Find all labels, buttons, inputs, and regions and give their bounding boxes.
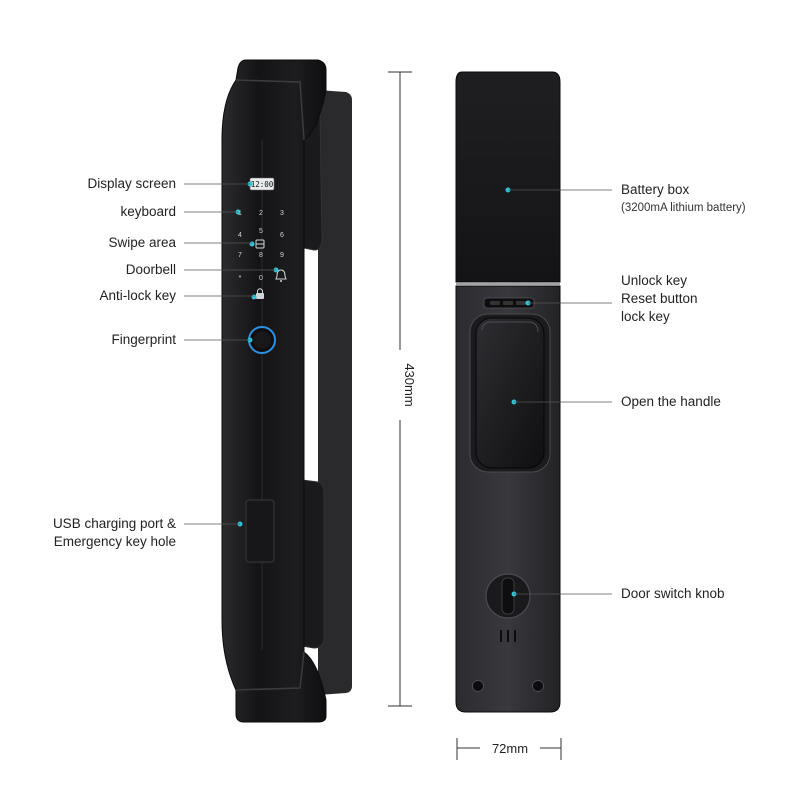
- label-usb-port-line2: Emergency key hole: [53, 534, 176, 549]
- open-handle-highlight: [481, 321, 539, 333]
- keypad-key-3[interactable]: 3: [280, 210, 284, 217]
- keypad-key-star[interactable]: *: [239, 275, 242, 282]
- label-battery-spec: (3200mA lithium battery): [621, 202, 746, 214]
- width-dimension: [456, 738, 562, 760]
- keypad-key-8[interactable]: 8: [259, 252, 263, 259]
- front-lock-bevel-bottom: [235, 651, 305, 691]
- speaker-vents: [500, 630, 516, 642]
- usb-port-cover[interactable]: [245, 499, 275, 563]
- back-lock: [455, 71, 561, 713]
- front-lock-backplate: [318, 90, 352, 695]
- fingerprint-sensor[interactable]: [248, 326, 276, 354]
- front-lock-upper-handle: [299, 109, 323, 251]
- label-lock-key: lock key: [621, 309, 670, 324]
- label-reset-button: Reset button: [621, 291, 698, 306]
- label-fingerprint: Fingerprint: [111, 332, 176, 347]
- doorbell-icon: [275, 269, 287, 282]
- open-handle[interactable]: [475, 317, 545, 469]
- keypad-key-7[interactable]: 7: [238, 252, 242, 259]
- label-keys: Unlock key Reset button lock key: [621, 272, 698, 326]
- keypad-key-6[interactable]: 6: [280, 232, 284, 239]
- keypad-key-5[interactable]: 5: [259, 228, 263, 235]
- mount-screws: [472, 680, 544, 692]
- door-switch-knob[interactable]: [485, 573, 531, 619]
- label-unlock-key: Unlock key: [621, 273, 688, 288]
- label-usb-port-line1: USB charging port &: [52, 516, 176, 531]
- label-battery-box-title: Battery box: [621, 182, 690, 197]
- keypad-key-1[interactable]: 1: [238, 210, 242, 217]
- width-dimension-label: 72mm: [492, 741, 528, 756]
- dot-swipe-area: [249, 241, 255, 247]
- height-dimension-label: 430mm: [402, 363, 417, 406]
- keypad: 1 2 3 4 5 6 7 8 9 * 0: [238, 210, 284, 282]
- keypad-key-2[interactable]: 2: [259, 210, 263, 217]
- keypad-key-9[interactable]: 9: [280, 252, 284, 259]
- label-display-screen: Display screen: [87, 176, 176, 191]
- front-lock-lower-handle: [301, 479, 325, 649]
- front-lock-bevel-top: [235, 79, 305, 141]
- label-open-handle: Open the handle: [621, 394, 721, 409]
- keypad-key-0[interactable]: 0: [259, 275, 263, 282]
- label-battery-box: Battery box (3200mA lithium battery): [621, 181, 746, 217]
- swipe-card-icon: [255, 239, 265, 249]
- label-usb-port: USB charging port & Emergency key hole: [53, 515, 176, 551]
- label-door-switch-knob: Door switch knob: [621, 586, 725, 601]
- height-dimension: [388, 71, 412, 707]
- label-doorbell: Doorbell: [125, 262, 176, 277]
- display-screen-time: 12:00: [251, 180, 274, 189]
- dot-anti-lock-key: [251, 294, 257, 300]
- label-swipe-area: Swipe area: [108, 235, 176, 250]
- label-anti-lock-key: Anti-lock key: [99, 288, 176, 303]
- anti-lock-icon: [256, 288, 264, 299]
- unlock-key-buttons: [490, 301, 526, 305]
- leader-lines: [184, 183, 612, 595]
- keypad-key-4[interactable]: 4: [238, 232, 242, 239]
- label-keyboard: keyboard: [120, 204, 176, 219]
- front-lock: 12:00 1 2 3 4 5 6 7 8 9 * 0: [221, 59, 352, 723]
- battery-box: [455, 71, 561, 283]
